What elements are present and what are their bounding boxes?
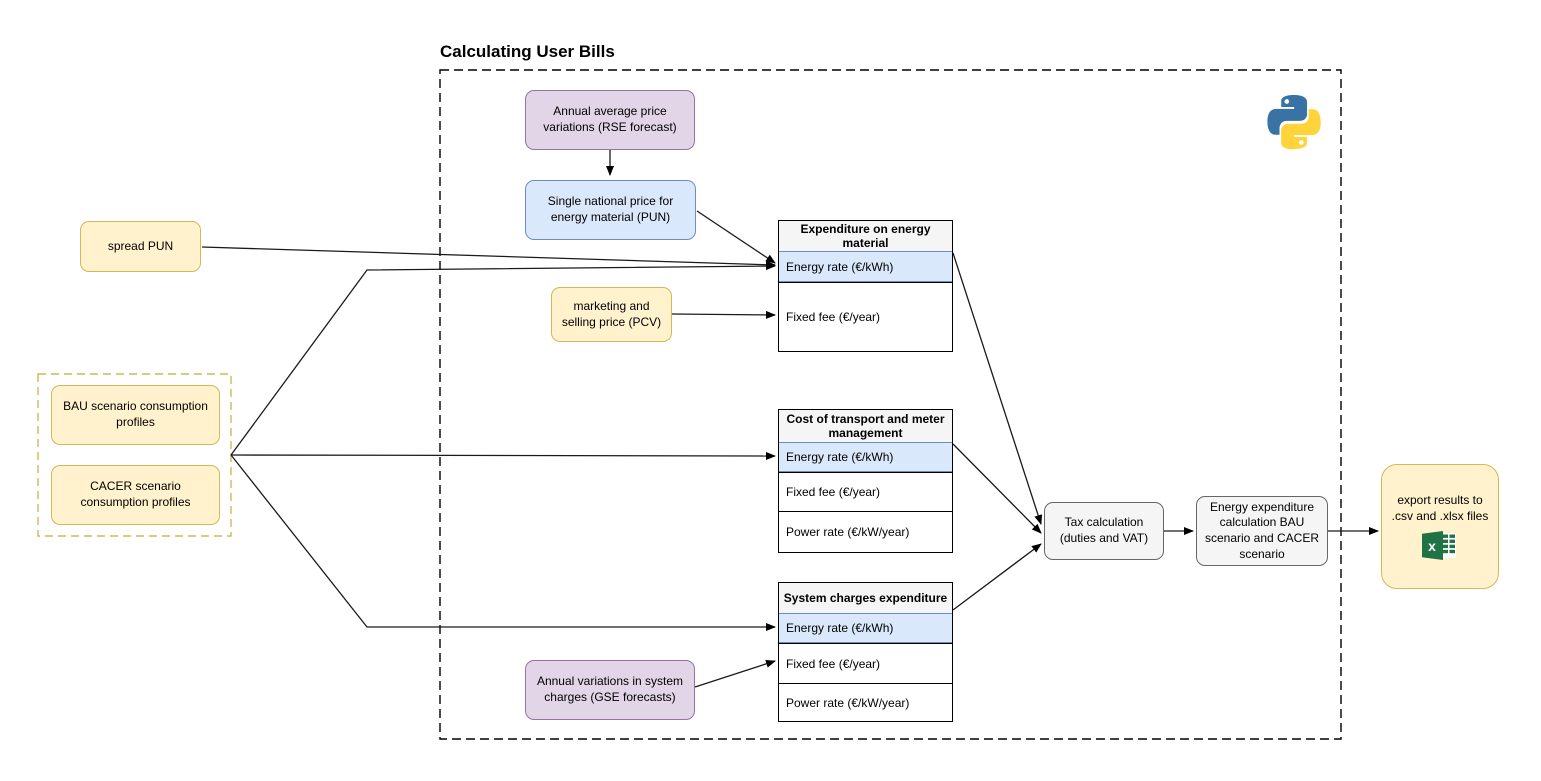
node-energy-expenditure-label: Energy expenditure calculation BAU scena… — [1204, 499, 1320, 561]
table-transport-meter-management: Cost of transport and meter management E… — [778, 409, 953, 553]
node-bau-profiles: BAU scenario consumption profiles — [51, 385, 220, 445]
excel-spreadsheet-icon: x — [1422, 530, 1456, 560]
table-row-energy-rate: Energy rate (€/kWh) — [779, 613, 952, 643]
edge-profiles-to-energy-material — [230, 262, 776, 456]
svg-text:x: x — [1428, 538, 1436, 554]
node-gse-forecast: Annual variations in system charges (GSE… — [525, 660, 695, 720]
node-pun: Single national price for energy materia… — [525, 180, 696, 240]
table-row-energy-rate: Energy rate (€/kWh) — [779, 251, 952, 282]
edge-gse-to-fixed-fee — [694, 659, 776, 688]
edge-pun-to-energy-rate — [696, 210, 776, 264]
edge-system-charges-to-tax — [952, 543, 1042, 611]
edge-spreadpun-to-energy-rate — [201, 246, 776, 269]
node-export-results-label: export results to .csv and .xlsx files — [1391, 493, 1489, 523]
table-system-charges-header: System charges expenditure — [779, 583, 952, 613]
node-energy-expenditure: Energy expenditure calculation BAU scena… — [1196, 496, 1328, 566]
node-tax-calculation: Tax calculation (duties and VAT) — [1044, 502, 1164, 560]
table-energy-material-header: Expenditure on energy material — [779, 221, 952, 251]
node-gse-forecast-label: Annual variations in system charges (GSE… — [536, 674, 684, 704]
table-row-energy-rate: Energy rate (€/kWh) — [779, 442, 952, 472]
table-system-charges-expenditure: System charges expenditure Energy rate (… — [778, 582, 953, 722]
node-cacer-profiles-label: CACER scenario consumption profiles — [80, 479, 191, 509]
table-row-fixed-fee: Fixed fee (€/year) — [779, 472, 952, 511]
edge-profiles-to-transport — [230, 451, 776, 460]
table-row-fixed-fee: Fixed fee (€/year) — [779, 282, 952, 351]
node-tax-calculation-label: Tax calculation (duties and VAT) — [1059, 515, 1149, 545]
diagram-title: Calculating User Bills — [440, 42, 615, 61]
node-spread-pun: spread PUN — [80, 221, 201, 272]
python-icon — [1267, 95, 1321, 150]
edge-transport-to-tax — [952, 443, 1042, 534]
node-pun-label: Single national price for energy materia… — [547, 194, 674, 224]
table-expenditure-energy-material: Expenditure on energy material Energy ra… — [778, 220, 953, 352]
node-cacer-profiles: CACER scenario consumption profiles — [51, 465, 220, 525]
node-rse-forecast-label: Annual average price variations (RSE for… — [543, 104, 677, 134]
table-row-power-rate: Power rate (€/kW/year) — [779, 511, 952, 552]
node-spread-pun-label: spread PUN — [107, 238, 174, 253]
edge-pcv-to-fixed-fee — [671, 310, 776, 319]
node-pcv-label: marketing and selling price (PCV) — [561, 298, 662, 329]
main-dashed-container — [439, 69, 1342, 740]
node-export-results: export results to .csv and .xlsx files x — [1381, 464, 1499, 589]
edge-profiles-to-system-charges — [230, 454, 776, 631]
node-bau-profiles-label: BAU scenario consumption profiles — [63, 399, 208, 429]
table-row-power-rate: Power rate (€/kW/year) — [779, 683, 952, 721]
node-rse-forecast: Annual average price variations (RSE for… — [525, 90, 695, 150]
edge-energy-material-to-tax — [952, 252, 1043, 525]
table-row-fixed-fee: Fixed fee (€/year) — [779, 643, 952, 683]
table-transport-header: Cost of transport and meter management — [779, 410, 952, 442]
node-pcv: marketing and selling price (PCV) — [551, 287, 672, 342]
